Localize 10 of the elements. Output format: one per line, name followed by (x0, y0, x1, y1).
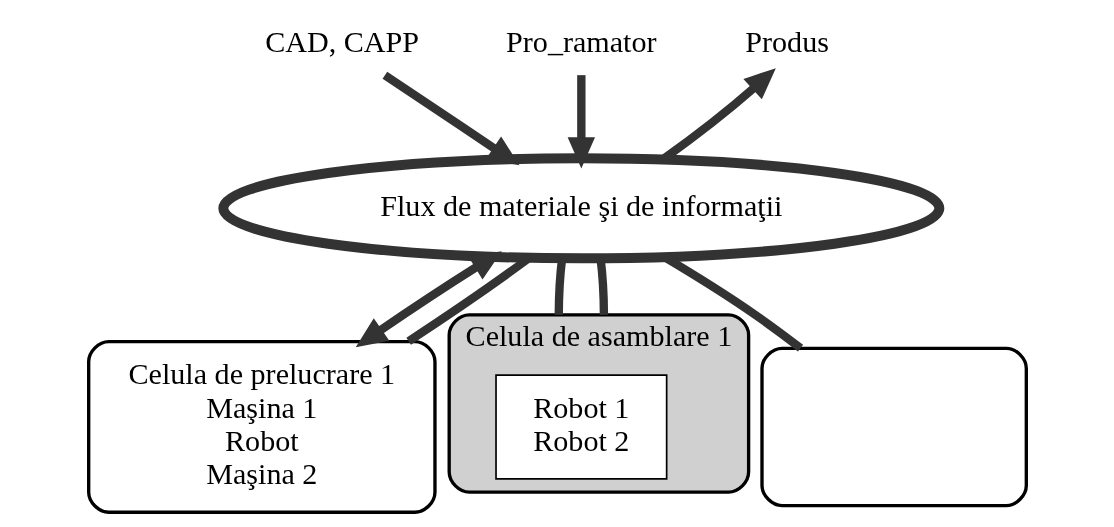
node-text: Produs (744, 25, 829, 60)
node-box (759, 346, 1028, 508)
node-ellipse: Flux de materiale şi de informaţii (217, 153, 944, 264)
node-box: Robot 1 Robot 2 (494, 374, 667, 480)
arrow (382, 71, 519, 166)
node-text: CAD, CAPP (264, 25, 419, 60)
node-text: Pro_ramator (505, 25, 657, 60)
node-box: Celula de prelucrare 1 Maşina 1 Robot Maşina 2 (86, 339, 437, 514)
arrow (567, 75, 595, 169)
arrow (355, 251, 502, 348)
